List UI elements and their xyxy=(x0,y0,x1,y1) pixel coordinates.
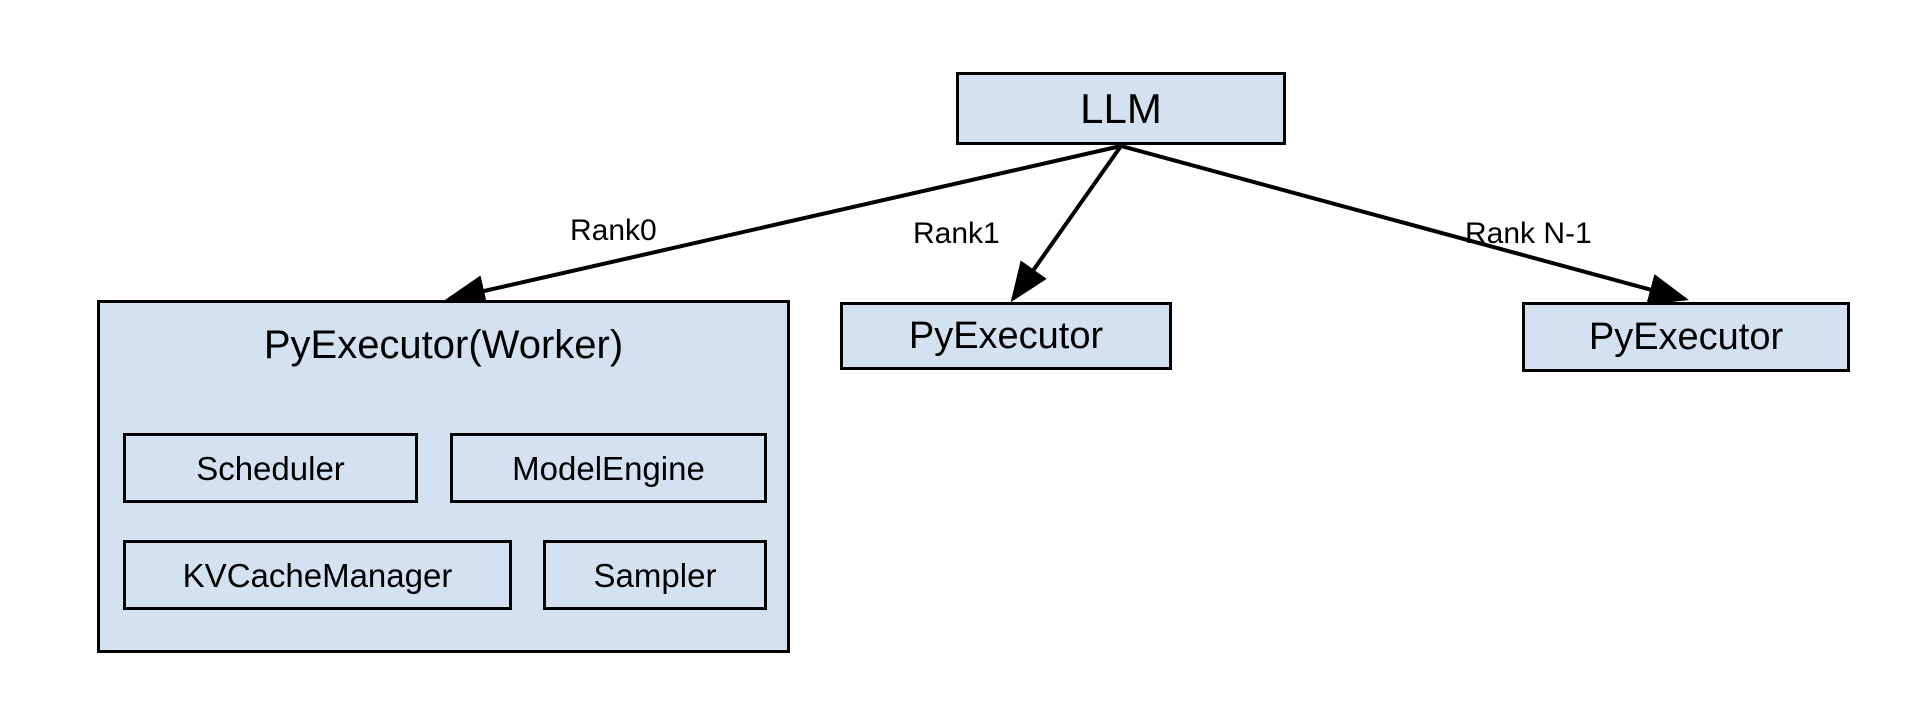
node-llm-label: LLM xyxy=(1080,84,1162,132)
edge-label-rank-n-1: Rank N-1 xyxy=(1465,217,1592,250)
edge-label-rank0: Rank0 xyxy=(570,214,657,247)
edge-llm-to-rank1 xyxy=(1010,144,1123,303)
edge-llm-to-rankn1 xyxy=(1120,144,1689,306)
node-scheduler-label: Scheduler xyxy=(196,449,345,487)
node-kv-cache-manager[interactable]: KVCacheManager xyxy=(123,540,512,610)
node-sampler-label: Sampler xyxy=(593,556,717,594)
node-model-engine-label: ModelEngine xyxy=(512,449,705,487)
node-sampler[interactable]: Sampler xyxy=(543,540,767,610)
node-pyexecutor-rank-n-1[interactable]: PyExecutor xyxy=(1522,302,1850,372)
edge-label-rank1: Rank1 xyxy=(913,217,1000,250)
node-pyexecutor-rank-n-1-label: PyExecutor xyxy=(1588,316,1784,358)
edge-llm-to-rank0 xyxy=(445,144,1122,307)
node-model-engine[interactable]: ModelEngine xyxy=(450,433,767,503)
node-kv-cache-manager-label: KVCacheManager xyxy=(182,556,453,594)
node-scheduler[interactable]: Scheduler xyxy=(123,433,418,503)
node-pyexecutor-worker-label: PyExecutor(Worker) xyxy=(263,323,624,367)
node-pyexecutor-rank1-label: PyExecutor xyxy=(908,315,1104,357)
node-pyexecutor-rank1[interactable]: PyExecutor xyxy=(840,302,1172,370)
node-llm[interactable]: LLM xyxy=(956,72,1286,145)
